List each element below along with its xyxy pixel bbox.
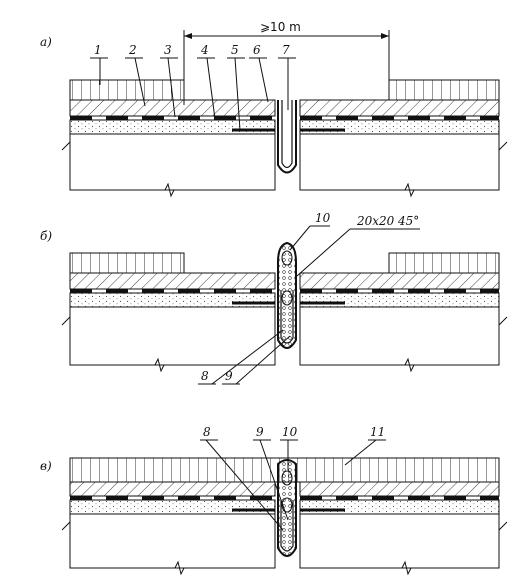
panel-a-left-base <box>69 119 276 135</box>
panel-v-right-base <box>299 499 500 515</box>
panel-v: в) 8 9 10 11 <box>40 425 508 576</box>
panel-b: б) 10 20x20 45° <box>40 211 508 385</box>
callout-a-2: 2 <box>128 43 137 57</box>
panel-a-left-cover <box>69 79 185 101</box>
callout-a-1: 1 <box>94 43 102 57</box>
callout-a-4: 4 <box>200 43 209 57</box>
panel-a-dimension: ⩾10 m <box>183 20 390 105</box>
panel-a-left-slab <box>69 99 276 117</box>
panel-v-callouts: 8 9 10 11 <box>200 425 386 531</box>
callout-a-5: 5 <box>231 43 239 57</box>
panel-v-right-slab <box>299 481 500 497</box>
panel-b-joint-filler <box>277 241 297 349</box>
panel-a-joint-seal <box>277 100 297 174</box>
panel-b-right-cover <box>388 252 500 274</box>
callout-v-9: 9 <box>256 425 264 439</box>
callout-v-11: 11 <box>370 425 385 439</box>
panel-a-right-base <box>299 119 500 135</box>
panel-a-callouts: 1 2 3 4 5 6 7 <box>90 43 296 131</box>
callout-b-9: 9 <box>225 369 233 383</box>
callout-v-10: 10 <box>282 425 298 439</box>
panel-v-letter: в) <box>40 459 52 473</box>
panel-b-left-base <box>69 292 276 308</box>
panel-b-left-cover <box>69 252 185 274</box>
panel-b-right-slab <box>299 272 500 290</box>
panel-a-left-subgrade <box>69 134 276 191</box>
callout-b-10: 10 <box>315 211 331 225</box>
panel-b-left-slab <box>69 272 276 290</box>
callout-a-6: 6 <box>253 43 261 57</box>
panel-v-left-base <box>69 499 276 515</box>
panel-a-right-cover <box>388 79 500 101</box>
callout-b-8: 8 <box>201 369 209 383</box>
panel-a-right-slab <box>299 99 500 117</box>
callout-a-7: 7 <box>282 43 290 57</box>
panel-a-letter: а) <box>40 35 52 49</box>
panel-b-right-subgrade <box>299 307 500 366</box>
panel-v-right-subgrade <box>299 514 500 569</box>
panel-v-left-subgrade <box>69 514 276 569</box>
angle-text: 45° <box>397 214 419 228</box>
chamfer-text: 20x20 <box>356 214 395 228</box>
panel-b-left-subgrade <box>69 307 276 366</box>
panel-a-right-subgrade <box>299 134 500 191</box>
panel-b-letter: б) <box>40 229 52 243</box>
callout-v-8: 8 <box>203 425 211 439</box>
panel-b-callouts: 10 20x20 45° 8 9 <box>198 211 420 385</box>
panel-v-joint-filler <box>277 459 297 557</box>
callout-a-3: 3 <box>164 43 172 57</box>
panel-a: а) ⩾10 m <box>40 20 508 198</box>
panel-a-dimension-text: ⩾10 m <box>260 20 301 34</box>
panel-v-left-slab <box>69 481 276 497</box>
panel-b-right-base <box>299 292 500 308</box>
